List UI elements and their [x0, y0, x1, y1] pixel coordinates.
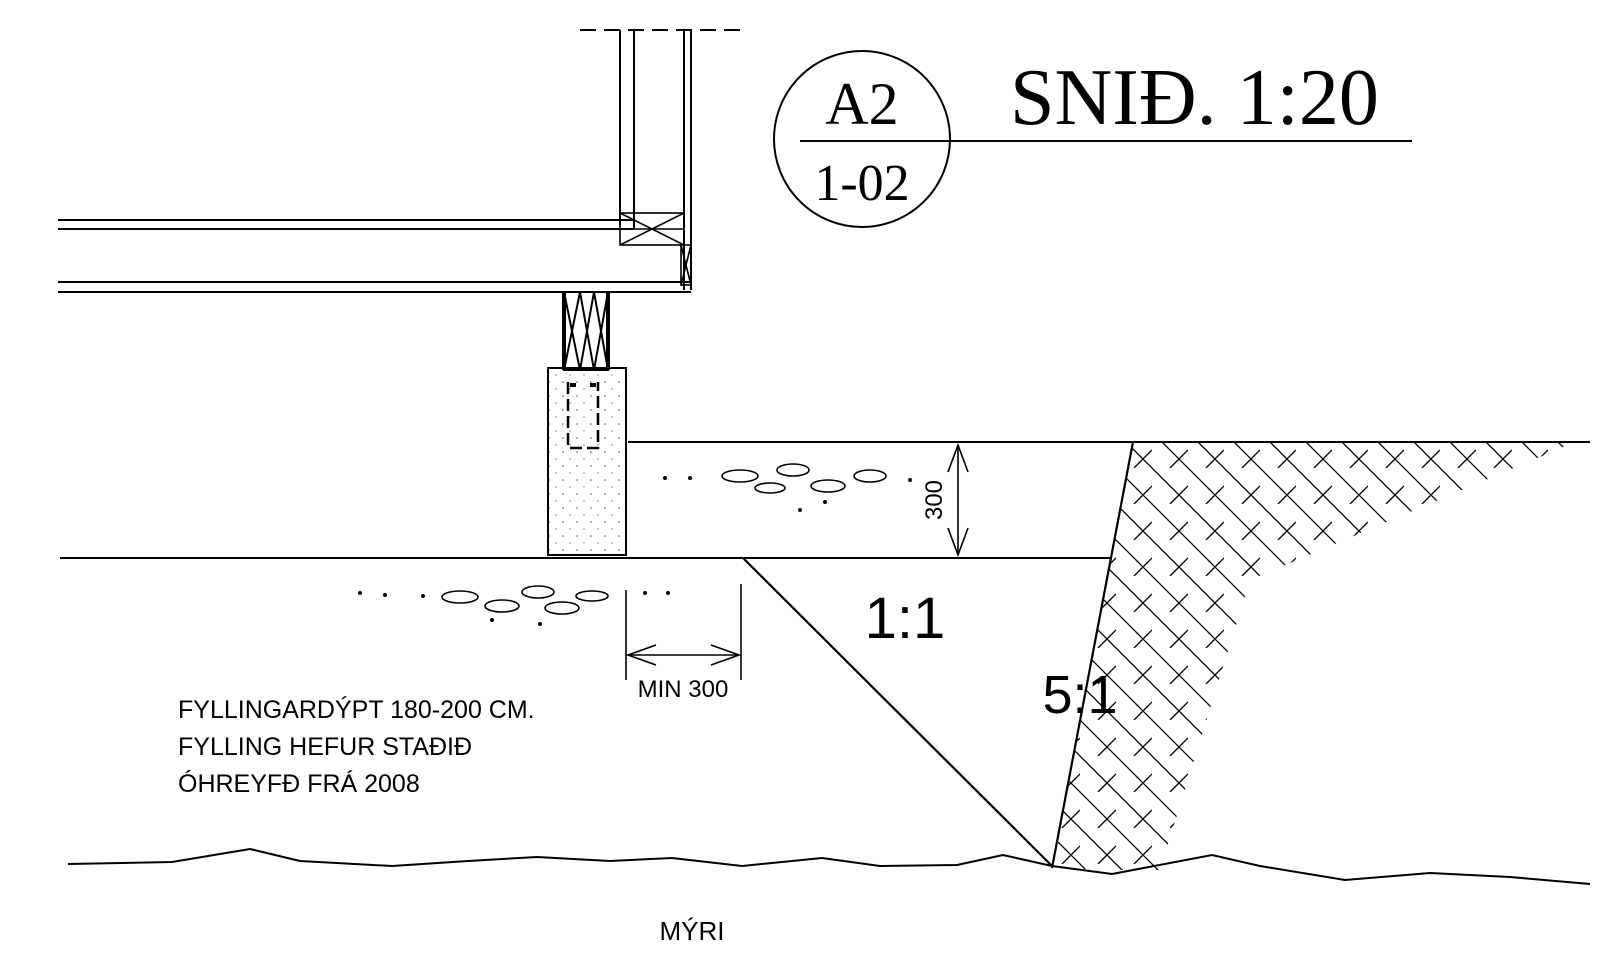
bog-ground-line: [67, 847, 1591, 885]
steep-slope-line: [1050, 441, 1135, 869]
dimension-fill-thickness: [947, 442, 969, 558]
note-line-3: ÓHREYFÐ FRÁ 2008: [178, 769, 420, 798]
slope-label-steep: 5:1: [1042, 665, 1117, 725]
gravel-upper: [662, 463, 912, 512]
wall: [619, 30, 692, 290]
detail-reference-bottom: 1-02: [814, 155, 909, 212]
ground-label: MÝRI: [660, 916, 725, 946]
support-post: [562, 291, 610, 371]
slope-label-gentle: 1:1: [865, 586, 946, 651]
note-line-2: FYLLING HEFUR STAÐIÐ: [178, 733, 472, 761]
concrete-footing: [547, 367, 627, 556]
rim-joist: [680, 244, 692, 286]
detail-reference-top: A2: [825, 71, 898, 137]
dimension-footing-clearance: [625, 584, 742, 680]
floor-deck: [58, 219, 691, 293]
dimension-footing-clearance-label: MIN 300: [638, 676, 729, 703]
gentle-slope-line: [742, 557, 1053, 867]
gravel-lower: [357, 585, 670, 626]
undisturbed-soil-hatch: [1052, 442, 1575, 870]
note-line-1: FYLLINGARDÝPT 180-200 CM.: [178, 695, 535, 724]
dimension-fill-thickness-label: 300: [921, 480, 948, 520]
detail-reference-bubble: A2 1-02: [773, 50, 1412, 228]
bottom-plate: [619, 212, 685, 246]
section-title: SNIÐ. 1:20: [1010, 54, 1379, 142]
